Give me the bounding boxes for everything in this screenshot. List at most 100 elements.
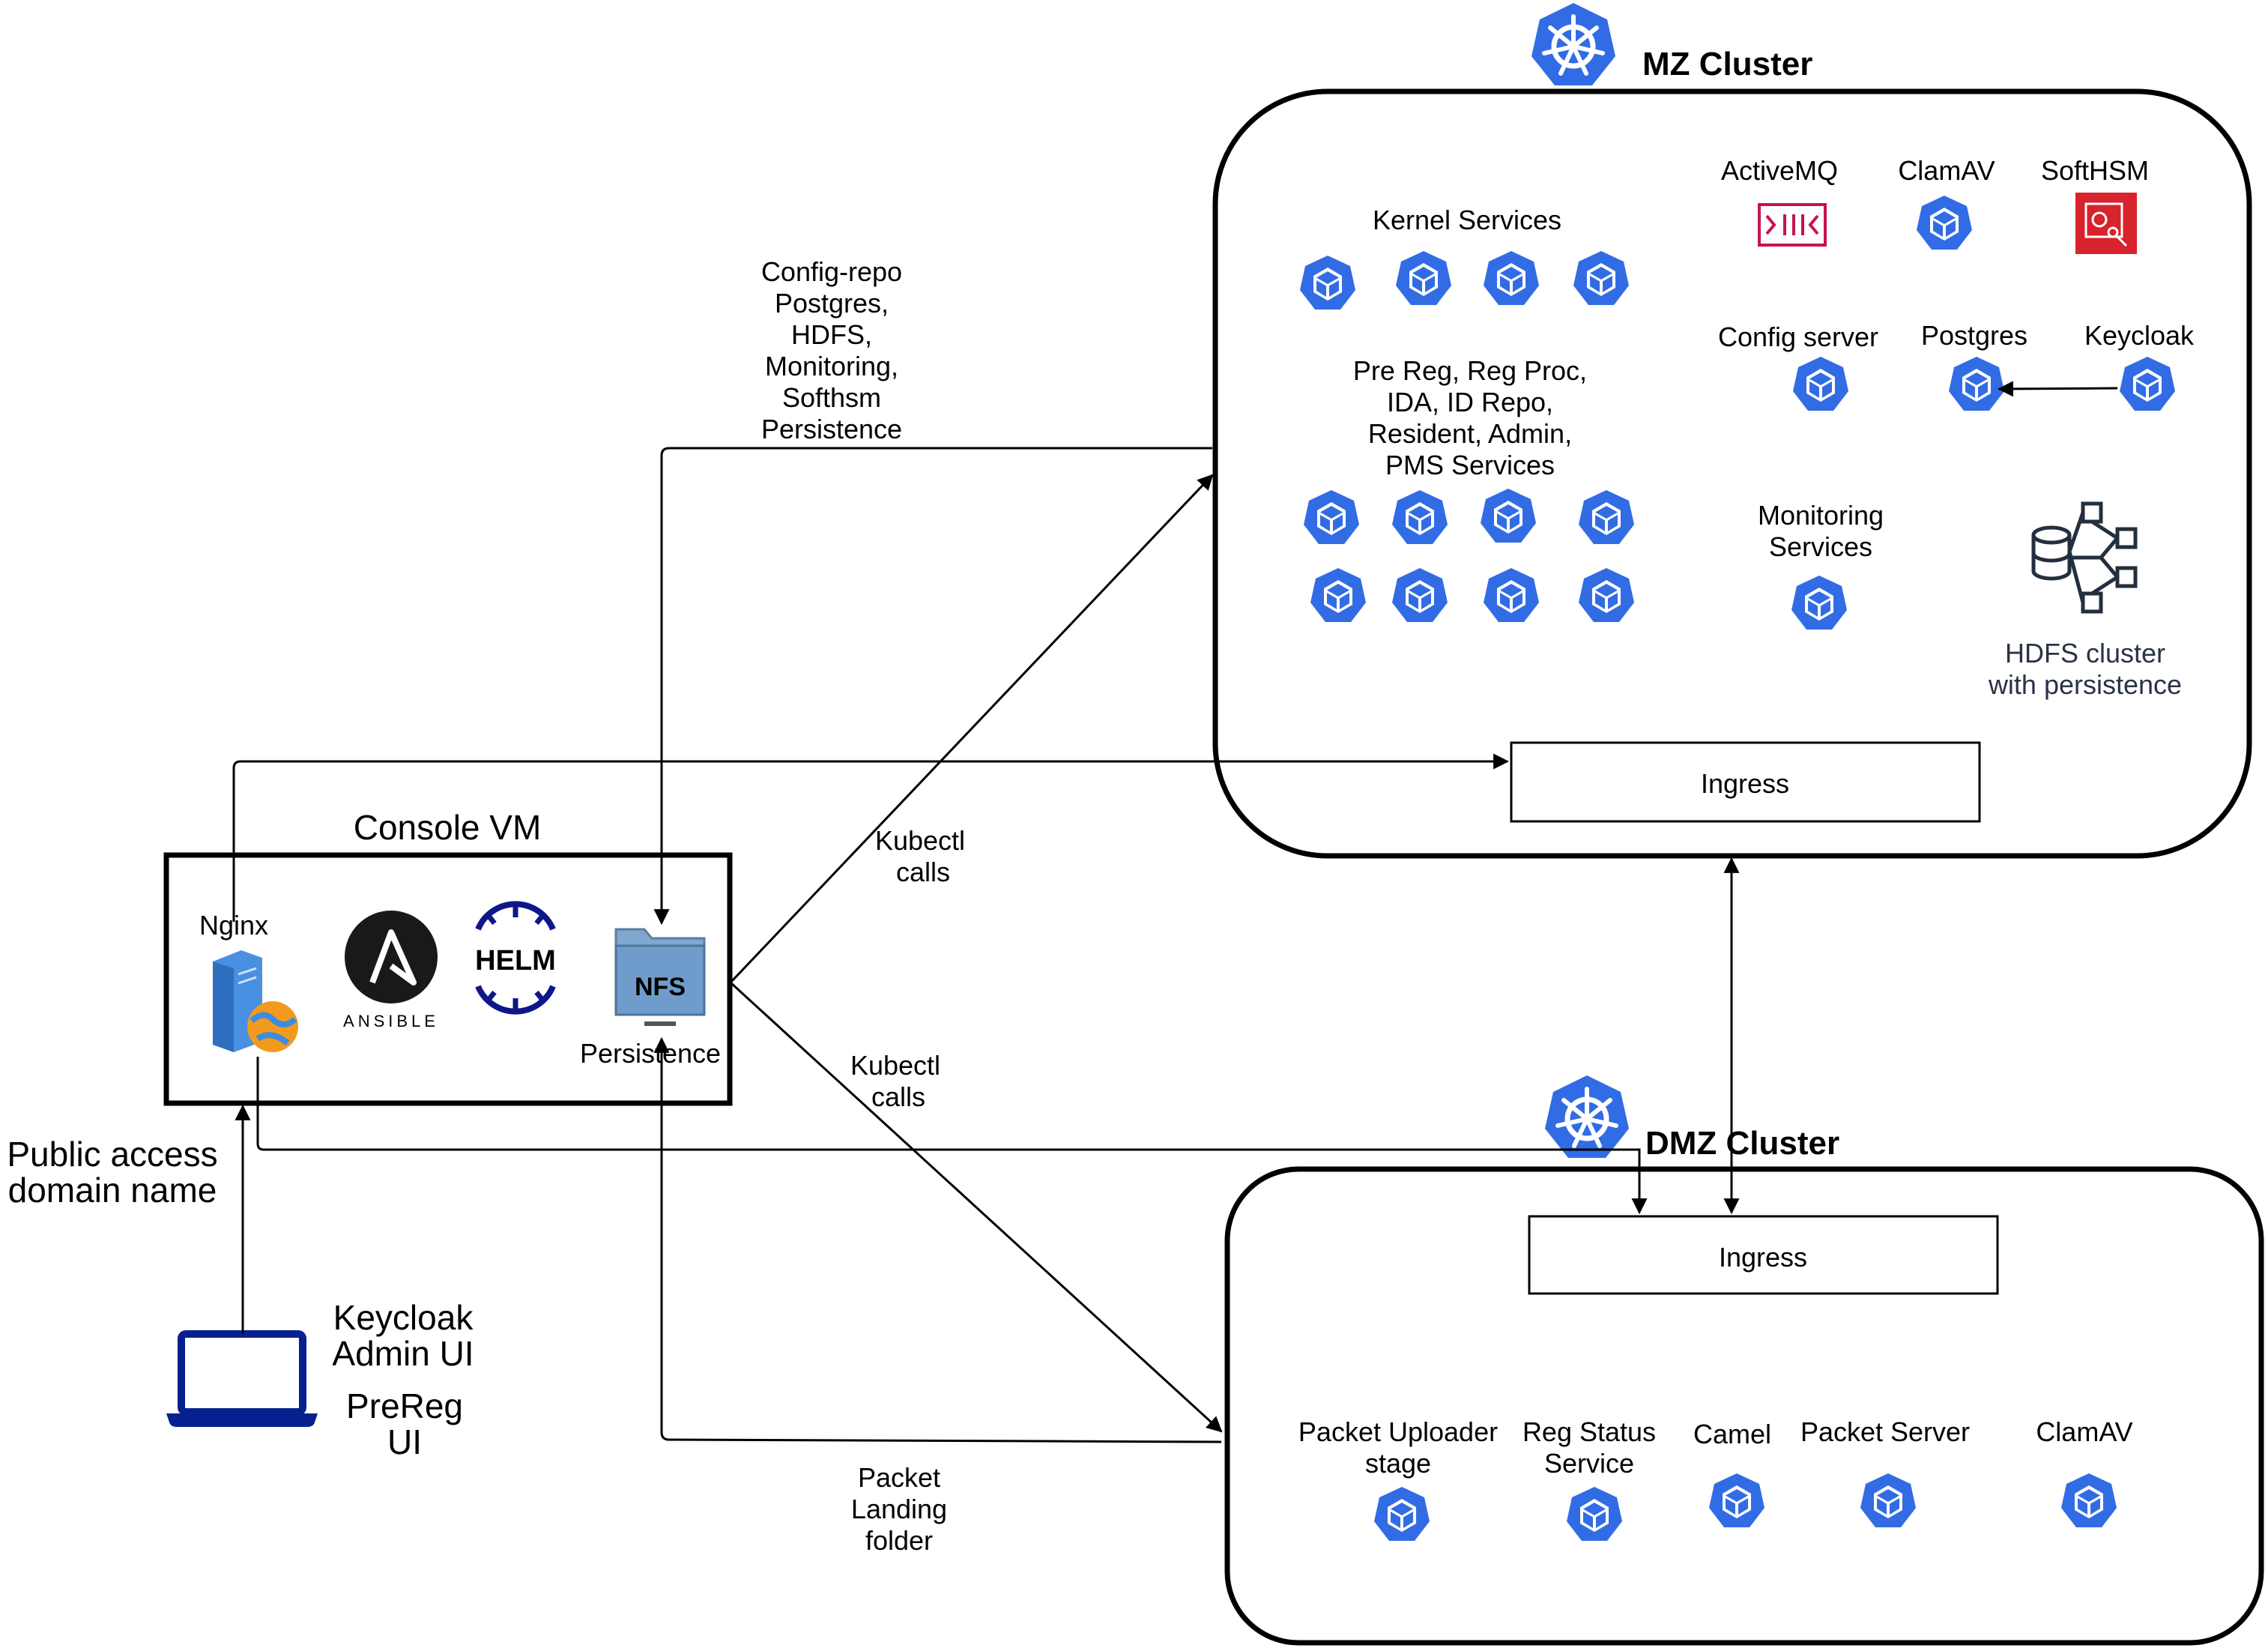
kubectl-dmz-label: Kubectl calls [850, 1050, 940, 1112]
keycloak-to-postgres-edge [1997, 381, 2118, 397]
kernel-services-label: Kernel Services [1373, 205, 1561, 235]
svg-text:HDFS cluster: HDFS cluster [2005, 638, 2165, 668]
keycloak-label: Keycloak [2084, 320, 2195, 351]
postgres-label: Postgres [1921, 320, 2027, 351]
dmz-clamav-pod-icon [2061, 1473, 2117, 1527]
svg-text:Kubectl: Kubectl [850, 1050, 940, 1081]
dmz-cluster: DMZ Cluster Ingress Packet Uploader stag… [1224, 1075, 2264, 1646]
console-vm-title: Console VM [354, 808, 542, 847]
svg-text:Public access: Public access [7, 1135, 217, 1174]
clamav-label: ClamAV [1898, 155, 1995, 186]
camel-label: Camel [1693, 1419, 1771, 1449]
kubectl-dmz-edge [730, 982, 1223, 1433]
kubectl-mz-edge [730, 474, 1214, 983]
kubernetes-logo-icon [1531, 3, 1615, 85]
config-server-label: Config server [1718, 322, 1878, 352]
softhsm-label: SoftHSM [2041, 155, 2149, 186]
svg-text:Config-repo: Config-repo [761, 256, 902, 287]
packet-landing-edge [653, 1036, 1222, 1443]
laptop-icon [166, 1330, 318, 1427]
reg-status-pod-icon [1567, 1487, 1622, 1541]
packet-uploader-label: Packet Uploader stage [1298, 1416, 1498, 1479]
service-pod-icon [1484, 568, 1539, 622]
mz-cluster-title: MZ Cluster [1642, 46, 1812, 82]
kernel-pod-icon [1573, 251, 1629, 305]
service-pod-icon [1481, 489, 1536, 543]
hdfs-cluster-icon [2031, 501, 2138, 614]
services-group-label: Pre Reg, Reg Proc, IDA, ID Repo, Residen… [1353, 355, 1587, 480]
svg-text:PreReg: PreReg [346, 1386, 463, 1425]
ansible-logo-icon: ANSIBLE [343, 911, 439, 1030]
svg-text:IDA, ID Repo,: IDA, ID Repo, [1387, 387, 1553, 417]
svg-text:Packet: Packet [858, 1462, 940, 1493]
svg-text:with persistence: with persistence [1988, 669, 2182, 700]
mz-persistence-edge [653, 447, 1212, 926]
svg-text:folder: folder [865, 1525, 933, 1556]
mz-ingress-box [1510, 741, 1981, 823]
svg-text:Persistence: Persistence [761, 414, 902, 444]
svg-text:Packet Uploader: Packet Uploader [1298, 1416, 1498, 1447]
dmz-ingress-box [1528, 1215, 1999, 1295]
svg-text:HDFS,: HDFS, [791, 319, 872, 350]
kernel-pod-icon [1484, 251, 1539, 305]
clamav-pod-icon [1917, 196, 1972, 250]
svg-text:Kubectl: Kubectl [875, 825, 965, 856]
packet-landing-label: Packet Landing folder [851, 1462, 947, 1556]
persistence-note-label: Config-repo Postgres, HDFS, Monitoring, … [761, 256, 902, 444]
mz-cluster-box [1212, 88, 2252, 859]
persistence-label: Persistence [580, 1038, 721, 1069]
svg-text:Service: Service [1544, 1448, 1634, 1479]
dmz-cluster-box [1224, 1166, 2264, 1646]
svg-text:PMS Services: PMS Services [1385, 450, 1555, 480]
activemq-label: ActiveMQ [1721, 155, 1838, 186]
monitoring-pod-icon [1791, 576, 1847, 630]
svg-text:UI: UI [387, 1422, 422, 1461]
svg-text:Admin UI: Admin UI [332, 1334, 474, 1373]
postgres-pod-icon [1949, 357, 2004, 411]
nginx-to-mz-ingress-edge [232, 753, 1510, 922]
dmz-ingress-label: Ingress [1719, 1242, 1807, 1273]
svg-text:Services: Services [1769, 531, 1872, 562]
packet-uploader-pod-icon [1374, 1487, 1430, 1541]
svg-text:calls: calls [896, 857, 950, 887]
svg-text:calls: calls [871, 1081, 925, 1112]
helm-logo-icon: HELM [475, 901, 556, 1015]
nginx-to-dmz-ingress-edge [256, 1057, 1648, 1215]
svg-text:HELM: HELM [475, 945, 556, 977]
service-pod-icon [1310, 568, 1366, 622]
service-pod-icon [1579, 568, 1634, 622]
svg-text:Resident, Admin,: Resident, Admin, [1368, 418, 1572, 449]
nfs-folder-icon: NFS [614, 928, 706, 1026]
camel-pod-icon [1709, 1473, 1764, 1527]
keycloak-pod-icon [2120, 357, 2175, 411]
public-access-label: Public access domain name [7, 1135, 217, 1210]
svg-text:NFS: NFS [635, 973, 686, 1001]
kernel-pod-icon [1396, 251, 1451, 305]
keycloak-admin-ui-label: Keycloak Admin UI [332, 1298, 474, 1373]
service-pod-icon [1579, 490, 1634, 544]
svg-text:Postgres,: Postgres, [775, 288, 889, 319]
mz-ingress-label: Ingress [1701, 768, 1789, 799]
svg-text:ANSIBLE: ANSIBLE [343, 1012, 439, 1030]
kubernetes-logo-icon [1545, 1075, 1629, 1158]
packet-server-label: Packet Server [1800, 1416, 1970, 1447]
dmz-clamav-label: ClamAV [2036, 1416, 2132, 1447]
svg-text:Monitoring: Monitoring [1758, 500, 1884, 531]
svg-text:Softhsm: Softhsm [782, 382, 881, 413]
activemq-icon [1758, 203, 1827, 247]
softhsm-icon [2075, 193, 2137, 254]
console-vm: Console VM Nginx ANSIBLE HELM [163, 808, 733, 1106]
console-vm-box [163, 852, 733, 1106]
prereg-ui-label: PreReg UI [346, 1386, 463, 1461]
kubectl-mz-label: Kubectl calls [875, 825, 965, 887]
hdfs-cluster-label: HDFS cluster with persistence [1988, 638, 2182, 700]
svg-text:Reg Status: Reg Status [1522, 1416, 1656, 1447]
svg-text:Monitoring,: Monitoring, [765, 351, 898, 381]
svg-text:Keycloak: Keycloak [333, 1298, 474, 1337]
reg-status-label: Reg Status Service [1522, 1416, 1656, 1479]
svg-text:Pre Reg, Reg Proc,: Pre Reg, Reg Proc, [1353, 355, 1587, 386]
svg-text:stage: stage [1365, 1448, 1431, 1479]
service-pod-icon [1392, 568, 1448, 622]
svg-text:domain name: domain name [8, 1171, 217, 1210]
